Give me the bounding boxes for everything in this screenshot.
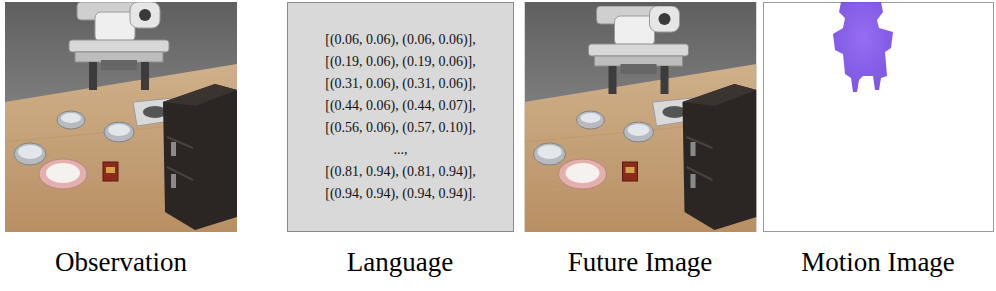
panel-caption: Observation — [55, 246, 187, 278]
robot-arm — [69, 2, 169, 90]
motion-frame — [764, 3, 994, 232]
coordinate-text: [(0.56, 0.06), (0.57, 0.10)], — [325, 117, 475, 139]
robot-arm — [589, 6, 689, 94]
panel-caption: Motion Image — [801, 246, 955, 278]
coordinate-text: ..., — [394, 139, 408, 161]
motion-blob — [833, 2, 893, 92]
panel-caption: Future Image — [568, 246, 713, 278]
coordinate-text: [(0.31, 0.06), (0.31, 0.06)], — [325, 73, 475, 95]
motion-image — [763, 2, 994, 232]
panel-caption: Language — [347, 246, 453, 278]
coordinate-text: [(0.44, 0.06), (0.44, 0.07)], — [325, 95, 475, 117]
observation-image — [5, 2, 237, 232]
language-box: [(0.06, 0.06), (0.06, 0.06)],[(0.19, 0.0… — [287, 2, 514, 232]
scene — [525, 2, 757, 232]
coordinate-text: [(0.06, 0.06), (0.06, 0.06)], — [325, 29, 475, 51]
coordinate-text: [(0.81, 0.94), (0.81, 0.94)], — [325, 161, 475, 183]
future-image — [524, 2, 757, 232]
coordinate-text: [(0.94, 0.94), (0.94, 0.94)]. — [325, 183, 475, 205]
coordinate-text: [(0.19, 0.06), (0.19, 0.06)], — [325, 51, 475, 73]
scene — [5, 2, 237, 232]
